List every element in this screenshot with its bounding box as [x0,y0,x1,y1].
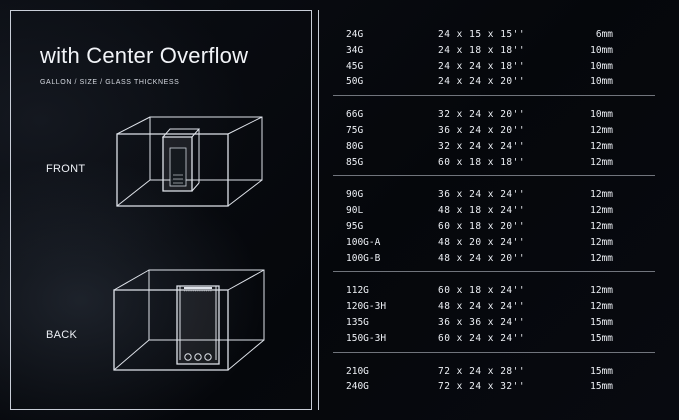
glass-thickness-cell: 10mm [590,76,613,88]
page-title: with Center Overflow [40,43,249,68]
group-divider [333,175,655,177]
size-cell: 36 x 24 x 20'' [438,125,526,136]
gallon-cell: 90G [346,189,364,201]
glass-thickness-cell: 12mm [590,189,613,201]
spec-row: 112G 60 x 18 x 24'' 12mm [319,285,641,300]
group-divider [333,95,655,97]
spec-row: 120G-3H 48 x 24 x 24'' 12mm [319,301,641,316]
gallon-cell: 100G-A [346,236,381,248]
spec-row: 66G 32 x 24 x 20'' 10mm [319,109,641,124]
spec-row: 100G-B 48 x 24 x 20'' 12mm [319,253,641,268]
glass-thickness-cell: 12mm [590,285,613,297]
size-cell: 24 x 15 x 15'' [438,29,526,40]
spec-row: 45G 24 x 24 x 18'' 10mm [319,61,641,76]
gallon-cell: 85G [346,156,364,168]
spec-row: 34G 24 x 18 x 18'' 10mm [319,45,641,60]
column-legend: GALLON / SIZE / GLASS THICKNESS [40,79,180,86]
gallon-cell: 150G-3H [346,332,387,344]
spec-row: 90G 36 x 24 x 24'' 12mm [319,189,641,204]
gallon-cell: 112G [346,285,369,297]
front-tank-icon [116,116,263,207]
gallon-cell: 240G [346,381,369,393]
spec-row: 150G-3H 60 x 24 x 24'' 15mm [319,333,641,348]
front-view-label: FRONT [46,163,86,175]
glass-thickness-cell: 10mm [590,44,613,56]
glass-thickness-cell: 15mm [590,317,613,328]
glass-thickness-cell: 12mm [590,140,613,152]
size-cell: 60 x 18 x 24'' [438,285,526,297]
glass-thickness-cell: 15mm [590,381,613,393]
glass-thickness-cell: 12mm [590,252,613,264]
gallon-cell: 100G-B [346,252,381,264]
size-cell: 60 x 18 x 20'' [438,221,526,232]
back-view-label: BACK [46,329,78,341]
gallon-cell: 95G [346,221,364,232]
gallon-cell: 45G [346,60,364,72]
spec-table: 24G 24 x 15 x 15'' 6mm 34G 24 x 18 x 18'' 10m… [318,10,670,410]
gallon-cell: 210G [346,365,369,377]
gallon-cell: 120G-3H [346,301,387,313]
glass-thickness-cell: 15mm [590,365,613,377]
size-cell: 36 x 24 x 24'' [438,189,526,201]
spec-row: 50G 24 x 24 x 20'' 10mm [319,76,641,91]
gallon-cell: 135G [346,317,369,328]
gallon-cell: 66G [346,109,364,121]
diagram-panel [10,10,312,410]
size-cell: 48 x 18 x 24'' [438,205,526,217]
spec-row: 210G 72 x 24 x 28'' 15mm [319,366,641,381]
group-divider [333,351,655,353]
glass-thickness-cell: 12mm [590,301,613,313]
size-cell: 24 x 24 x 20'' [438,76,526,88]
gallon-cell: 90L [346,205,364,217]
size-cell: 60 x 18 x 18'' [438,156,526,168]
size-cell: 32 x 24 x 24'' [438,140,526,152]
gallon-cell: 80G [346,140,364,152]
back-tank-icon [113,269,265,371]
spec-row: 100G-A 48 x 20 x 24'' 12mm [319,237,641,252]
glass-thickness-cell: 12mm [590,236,613,248]
glass-thickness-cell: 10mm [590,60,613,72]
size-cell: 48 x 24 x 24'' [438,301,526,313]
size-cell: 48 x 24 x 20'' [438,252,526,264]
group-divider [333,271,655,273]
glass-thickness-cell: 15mm [590,332,613,344]
spec-row: 80G 32 x 24 x 24'' 12mm [319,141,641,156]
size-cell: 48 x 20 x 24'' [438,236,526,248]
gallon-cell: 75G [346,125,364,136]
gallon-cell: 24G [346,29,364,40]
spec-row: 75G 36 x 24 x 20'' 12mm [319,125,641,140]
glass-thickness-cell: 12mm [590,125,613,136]
size-cell: 72 x 24 x 32'' [438,381,526,393]
size-cell: 24 x 18 x 18'' [438,44,526,56]
spec-row: 240G 72 x 24 x 32'' 15mm [319,381,641,396]
size-cell: 72 x 24 x 28'' [438,365,526,377]
gallon-cell: 34G [346,44,364,56]
spec-row: 95G 60 x 18 x 20'' 12mm [319,221,641,236]
spec-row: 85G 60 x 18 x 18'' 12mm [319,157,641,172]
size-cell: 60 x 24 x 24'' [438,332,526,344]
glass-thickness-cell: 6mm [595,29,613,40]
size-cell: 32 x 24 x 20'' [438,109,526,121]
glass-thickness-cell: 10mm [590,109,613,121]
glass-thickness-cell: 12mm [590,205,613,217]
glass-thickness-cell: 12mm [590,156,613,168]
size-cell: 24 x 24 x 18'' [438,60,526,72]
spec-row: 135G 36 x 36 x 24'' 15mm [319,317,641,332]
gallon-cell: 50G [346,76,364,88]
spec-row: 24G 24 x 15 x 15'' 6mm [319,29,641,44]
spec-row: 90L 48 x 18 x 24'' 12mm [319,205,641,220]
glass-thickness-cell: 12mm [590,221,613,232]
size-cell: 36 x 36 x 24'' [438,317,526,328]
